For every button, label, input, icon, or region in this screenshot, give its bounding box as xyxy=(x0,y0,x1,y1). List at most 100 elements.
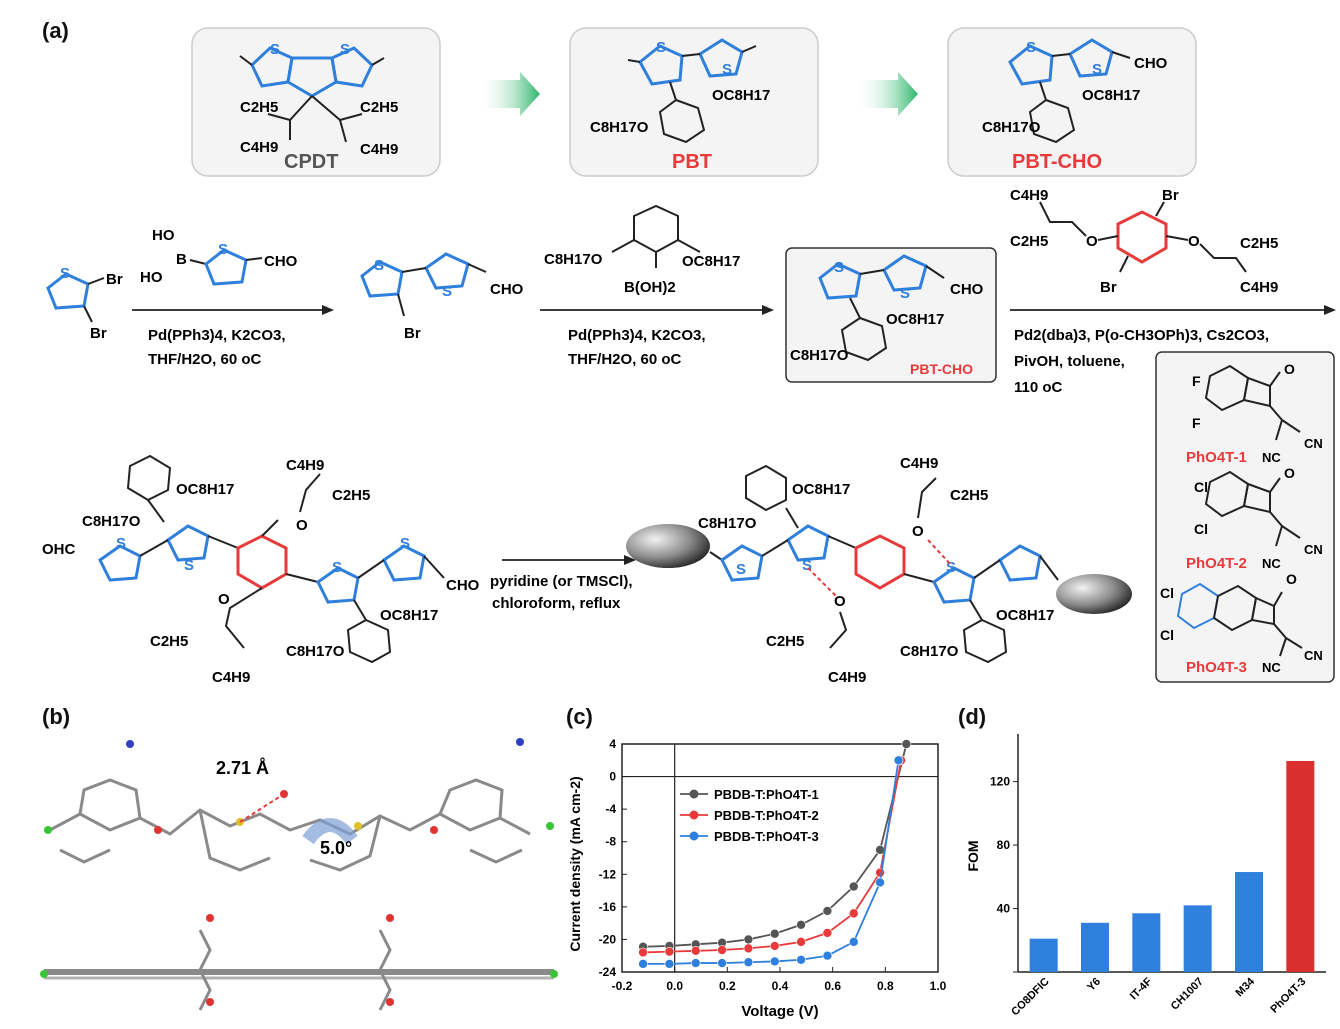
c8h17o-label: C8H17O xyxy=(544,251,603,268)
noncovalent-interaction xyxy=(927,539,953,567)
nc-label: NC xyxy=(1262,660,1281,675)
s-atom: S xyxy=(60,265,70,282)
pbt-cho-label: PBT-CHO xyxy=(1012,151,1102,173)
c8h17o-label: C8H17O xyxy=(286,643,345,660)
br-label: Br xyxy=(1100,279,1117,296)
c8h17o-label: C8H17O xyxy=(790,347,849,364)
noncovalent-interaction xyxy=(807,567,837,597)
jv-y-tick-label: -12 xyxy=(599,867,617,881)
s-atom: S xyxy=(270,41,280,58)
boronic-acid-reagent: HO HO B S CHO xyxy=(140,227,298,286)
arrow-head xyxy=(322,305,334,315)
step3-conditions: PivOH, toluene, xyxy=(1014,353,1125,370)
o-atom: O xyxy=(912,523,924,540)
jv-y-ticks: 40-4-8-12-16-20-24 xyxy=(599,737,627,979)
jv-x-tick-label: 0.6 xyxy=(824,979,841,993)
nc-label: NC xyxy=(1262,450,1281,465)
dialdehyde-precursor: OC8H17 C8H17O OHC S S O C4H9 C2H5 O C2H5… xyxy=(42,454,480,686)
synthesis-scheme: S S C2H5 C2H5 C4H9 C4H9 CPDT S S OC8H17 … xyxy=(42,27,1336,686)
fom-bar xyxy=(1183,905,1212,972)
molecule-top-view xyxy=(49,778,531,872)
jv-data-point xyxy=(769,928,780,939)
jv-legend-marker xyxy=(689,831,699,841)
crystal-structure: 2.71 Å 5.0° xyxy=(40,738,558,1011)
fom-bar xyxy=(1132,913,1161,972)
end-group-2-label: PhO4T-2 xyxy=(1186,555,1247,572)
angle-label: 5.0° xyxy=(320,838,352,858)
oc8h17-label: OC8H17 xyxy=(886,311,944,328)
jv-data-point xyxy=(875,877,885,888)
cho-label: CHO xyxy=(1134,55,1168,72)
jv-data-point xyxy=(848,937,859,947)
jv-y-tick-label: -8 xyxy=(605,835,616,849)
jv-x-tick-label: 0.2 xyxy=(719,979,736,993)
jv-data-point xyxy=(638,959,648,969)
jv-legend-label: PBDB-T:PhO4T-1 xyxy=(714,787,819,802)
green-arrow xyxy=(856,72,918,116)
step3-conditions: 110 oC xyxy=(1014,379,1063,396)
oc8h17-label: OC8H17 xyxy=(682,253,740,270)
distance-label: 2.71 Å xyxy=(216,758,269,778)
ho-label: HO xyxy=(140,269,163,286)
end-group-3-label: PhO4T-3 xyxy=(1186,659,1247,676)
s-atom: S xyxy=(332,559,342,576)
jv-data-point xyxy=(769,956,780,967)
br-label: Br xyxy=(106,271,123,288)
o-atom: O xyxy=(834,593,846,610)
jv-legend-marker xyxy=(689,789,699,799)
jv-series-line xyxy=(643,743,908,948)
jv-y-axis-label: Current density (mA cm-2) xyxy=(567,776,583,951)
arrow-head xyxy=(624,555,636,565)
o-atom: O xyxy=(1284,361,1295,377)
b-label: B xyxy=(176,251,187,268)
oc8h17-label: OC8H17 xyxy=(712,87,770,104)
arrow-head xyxy=(1324,305,1336,315)
o-atom: O xyxy=(1284,465,1295,481)
cho-label: CHO xyxy=(446,577,480,594)
jv-data-point xyxy=(743,957,754,968)
c2h5-label: C2H5 xyxy=(240,99,278,116)
step1-conditions: Pd(PPh3)4, K2CO3, xyxy=(148,327,286,344)
fom-bar xyxy=(1235,872,1263,972)
cpdt-label: CPDT xyxy=(284,151,338,173)
c2h5-label: C2H5 xyxy=(332,487,370,504)
jv-data-point xyxy=(796,954,806,965)
step4-conditions: pyridine (or TMSCl), xyxy=(490,573,633,590)
pbt-label: PBT xyxy=(672,151,712,173)
jv-data-point xyxy=(717,958,727,968)
cho-label: CHO xyxy=(950,281,984,298)
jv-zero-lines xyxy=(622,744,938,972)
cl-atom: Cl xyxy=(1160,627,1174,643)
cl-atom: Cl xyxy=(1160,585,1174,601)
jv-data-point xyxy=(822,928,833,938)
oxygen-atom xyxy=(430,826,438,834)
c4h9-label: C4H9 xyxy=(1240,279,1278,296)
fom-bars xyxy=(1029,760,1315,972)
green-arrow xyxy=(478,72,540,116)
s-atom: S xyxy=(656,39,666,56)
jv-data-point xyxy=(664,946,675,957)
fom-bar xyxy=(1029,938,1058,972)
f-atom: F xyxy=(1192,415,1201,431)
oc8h17-label: OC8H17 xyxy=(996,607,1054,624)
fom-y-axis-label: FOM xyxy=(965,840,981,871)
jv-data-point xyxy=(901,739,912,749)
jv-data-point xyxy=(743,934,754,945)
cpdt-box: S S C2H5 C2H5 C4H9 C4H9 CPDT xyxy=(191,27,441,177)
fom-axes xyxy=(1017,734,1326,973)
s-atom: S xyxy=(442,283,452,300)
c8h17o-label: C8H17O xyxy=(900,643,959,660)
step2-conditions: Pd(PPh3)4, K2CO3, xyxy=(568,327,706,344)
s-atom: S xyxy=(834,259,844,276)
step4-conditions: chloroform, reflux xyxy=(492,595,621,612)
final-acceptor: S S S O O C4H9 C2H5 C2H5 C4H9 OC8H17 C8H… xyxy=(626,455,1132,686)
fom-y-tick-label: 40 xyxy=(997,902,1011,916)
c2h5-label: C2H5 xyxy=(150,633,188,650)
aryl-boronic-acid: C8H17O OC8H17 B(OH)2 xyxy=(544,204,740,296)
pbt-box: S S OC8H17 C8H17O PBT xyxy=(569,27,819,177)
cl-atom: Cl xyxy=(1194,521,1208,537)
end-group-2: Cl Cl O CN NC PhO4T-2 xyxy=(1186,465,1323,572)
panel-label-b: (b) xyxy=(42,704,71,729)
